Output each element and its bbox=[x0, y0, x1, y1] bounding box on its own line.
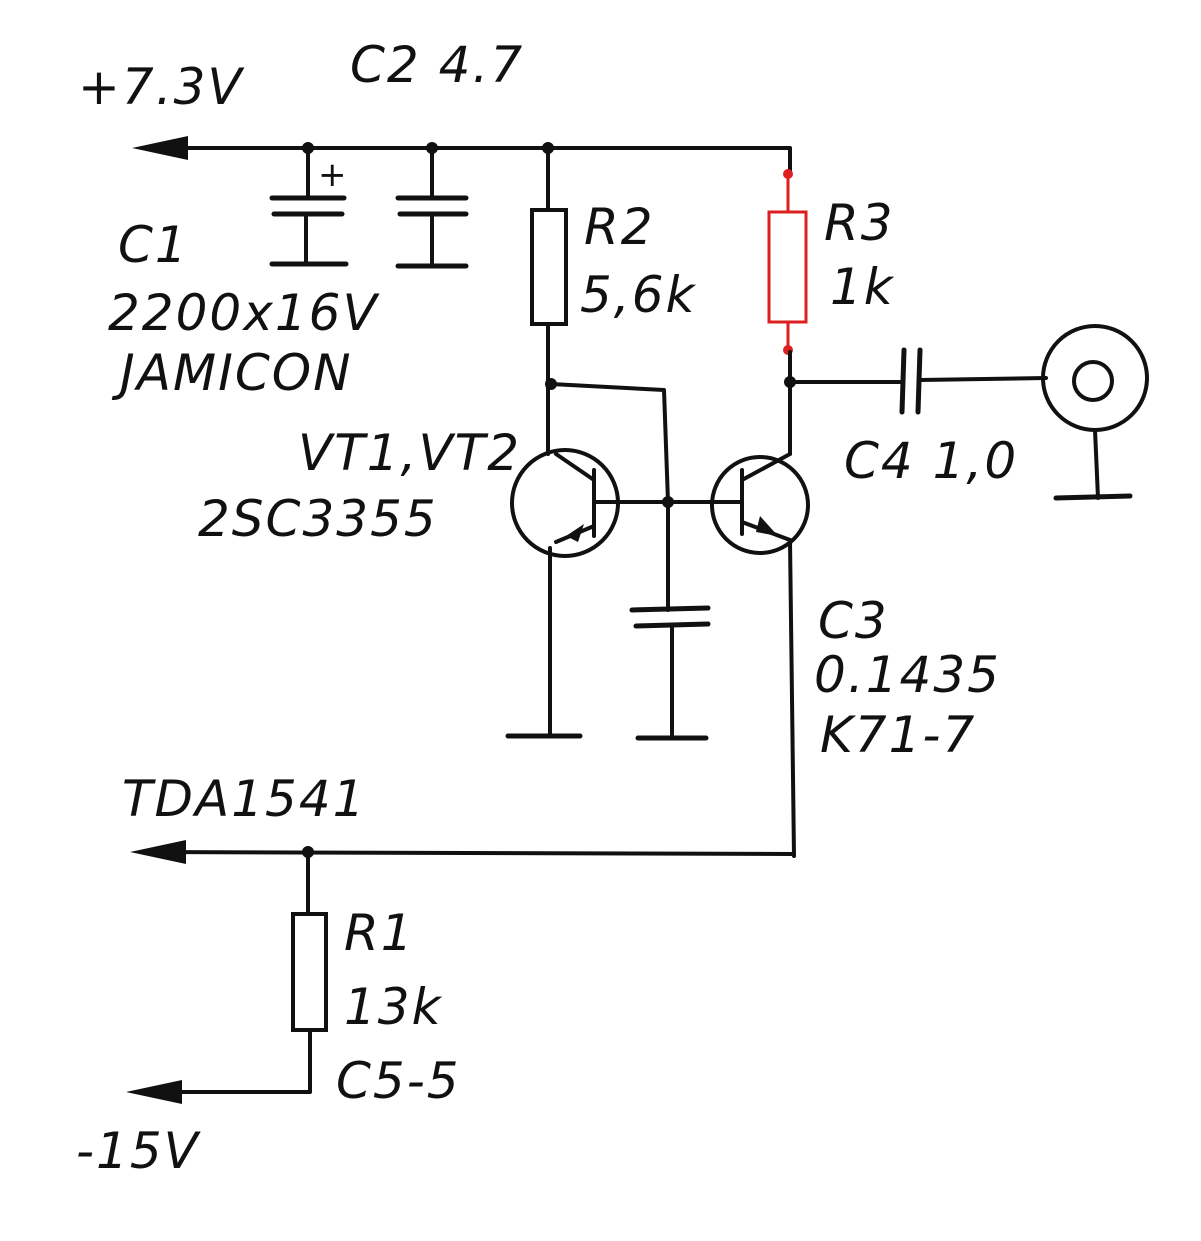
input-line bbox=[130, 840, 796, 864]
transistors-part-label: 2SC3355 bbox=[198, 490, 438, 548]
negative-supply-label: -15V bbox=[76, 1122, 202, 1180]
output-jack-icon bbox=[1041, 324, 1149, 501]
c2-label: C2 4.7 bbox=[350, 36, 524, 94]
r3-value-label: 1k bbox=[830, 258, 895, 316]
resistor-r2 bbox=[530, 142, 568, 456]
r1-type-label: C5-5 bbox=[336, 1052, 461, 1110]
input-label: TDA1541 bbox=[122, 770, 367, 828]
r2-value-label: 5,6k bbox=[580, 266, 697, 324]
transistor-vt2 bbox=[666, 350, 810, 858]
c3-value-label: 0.1435 bbox=[814, 646, 1001, 704]
c3-type-label: K71-7 bbox=[820, 706, 976, 764]
c1-polarity-mark: + bbox=[318, 155, 349, 195]
c1-brand-label: JAMICON bbox=[111, 344, 353, 402]
negative-supply-arrow bbox=[126, 1080, 182, 1104]
c3-ref-label: C3 bbox=[818, 592, 889, 650]
r1-value-label: 13k bbox=[344, 978, 443, 1036]
resistor-r3 bbox=[767, 169, 808, 355]
c4-label: C4 1,0 bbox=[844, 432, 1018, 490]
transistor-vt1 bbox=[505, 448, 670, 739]
positive-supply-label: +7.3V bbox=[78, 58, 245, 116]
r1-ref-label: R1 bbox=[344, 904, 415, 962]
r2-ref-label: R2 bbox=[584, 198, 655, 256]
bias-capacitor bbox=[629, 496, 711, 741]
r3-ref-label: R3 bbox=[824, 194, 895, 252]
positive-supply-rail bbox=[132, 136, 792, 174]
transistors-ref-label: VT1,VT2 bbox=[298, 424, 521, 482]
resistor-r1 bbox=[146, 850, 328, 1094]
c1-ref-label: C1 bbox=[118, 216, 189, 274]
c1-value-label: 2200x16V bbox=[108, 284, 380, 342]
capacitor-c1 bbox=[269, 142, 349, 267]
capacitor-c2 bbox=[395, 142, 469, 269]
capacitor-c4 bbox=[784, 347, 1048, 415]
